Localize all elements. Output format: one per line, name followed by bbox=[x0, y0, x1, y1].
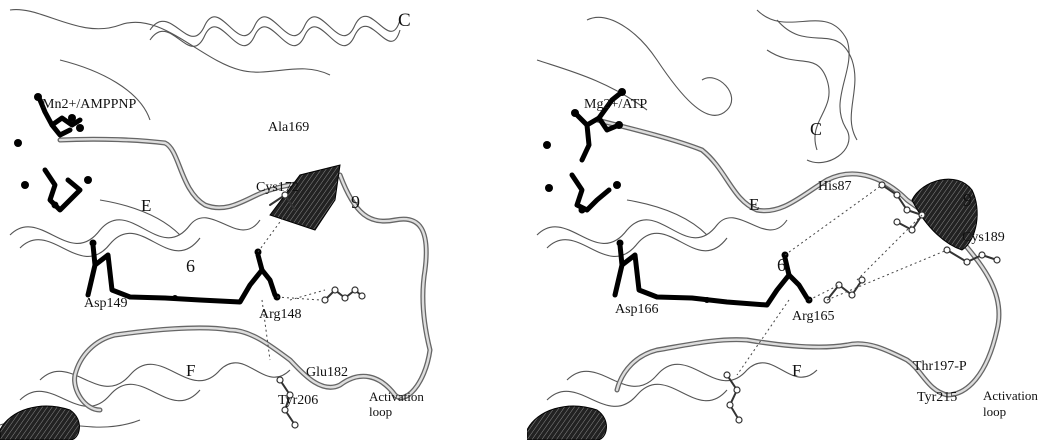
label-helix-c: C bbox=[810, 119, 822, 139]
label-thr197p: Thr197-P bbox=[913, 359, 967, 374]
label-helix-f: F bbox=[792, 361, 801, 380]
left-structure-panel: C Mn2+/AMPPNP Ala169 E Cys172 9 6 Asp149… bbox=[0, 0, 520, 440]
helix-shaded-bottom bbox=[527, 406, 606, 440]
label-helix-f: F bbox=[186, 361, 195, 380]
label-glu182: Glu182 bbox=[306, 365, 348, 380]
label-strand-9: 9 bbox=[963, 190, 972, 210]
label-arg165: Arg165 bbox=[792, 309, 835, 324]
label-his87: His87 bbox=[818, 179, 851, 194]
label-ligand: Mn2+/AMPPNP bbox=[42, 97, 136, 112]
label-loop: loop bbox=[983, 404, 1006, 419]
label-asp166: Asp166 bbox=[615, 302, 659, 317]
left-structure-figure: C Mn2+/AMPPNP Ala169 E Cys172 9 6 Asp149… bbox=[0, 0, 520, 440]
label-strand-9: 9 bbox=[351, 192, 360, 212]
label-activation: Activation bbox=[369, 389, 424, 404]
label-loop: loop bbox=[369, 404, 392, 419]
helix-f-ribbon bbox=[547, 363, 817, 407]
catalytic-residues bbox=[88, 240, 281, 303]
label-ala169: Ala169 bbox=[268, 120, 309, 135]
backbone-coil bbox=[60, 139, 430, 410]
label-asp149: Asp149 bbox=[84, 296, 128, 311]
label-strand-6: 6 bbox=[777, 255, 786, 275]
label-tyr215: Tyr215 bbox=[917, 390, 957, 405]
label-strand-6: 6 bbox=[186, 256, 195, 276]
label-activation: Activation bbox=[983, 388, 1038, 403]
label-tyr206: Tyr206 bbox=[278, 393, 318, 408]
label-helix-c: C bbox=[398, 10, 411, 31]
label-cys189: Cys189 bbox=[962, 230, 1005, 245]
label-helix-e: E bbox=[749, 195, 759, 214]
right-structure-figure: Mg2+/ATP C His87 E Cys189 9 6 Asp166 Arg… bbox=[527, 0, 1047, 440]
backbone-coil bbox=[597, 120, 999, 395]
label-helix-e: E bbox=[141, 196, 151, 215]
right-structure-panel: Mg2+/ATP C His87 E Cys189 9 6 Asp166 Arg… bbox=[527, 0, 1047, 440]
helix-shaded-bottom bbox=[0, 406, 79, 440]
hydrogen-bonds bbox=[258, 215, 325, 360]
label-cys172: Cys172 bbox=[256, 180, 299, 195]
helix-c-ribbon bbox=[537, 10, 857, 163]
label-ligand: Mg2+/ATP bbox=[584, 97, 647, 112]
label-arg148: Arg148 bbox=[259, 307, 302, 322]
